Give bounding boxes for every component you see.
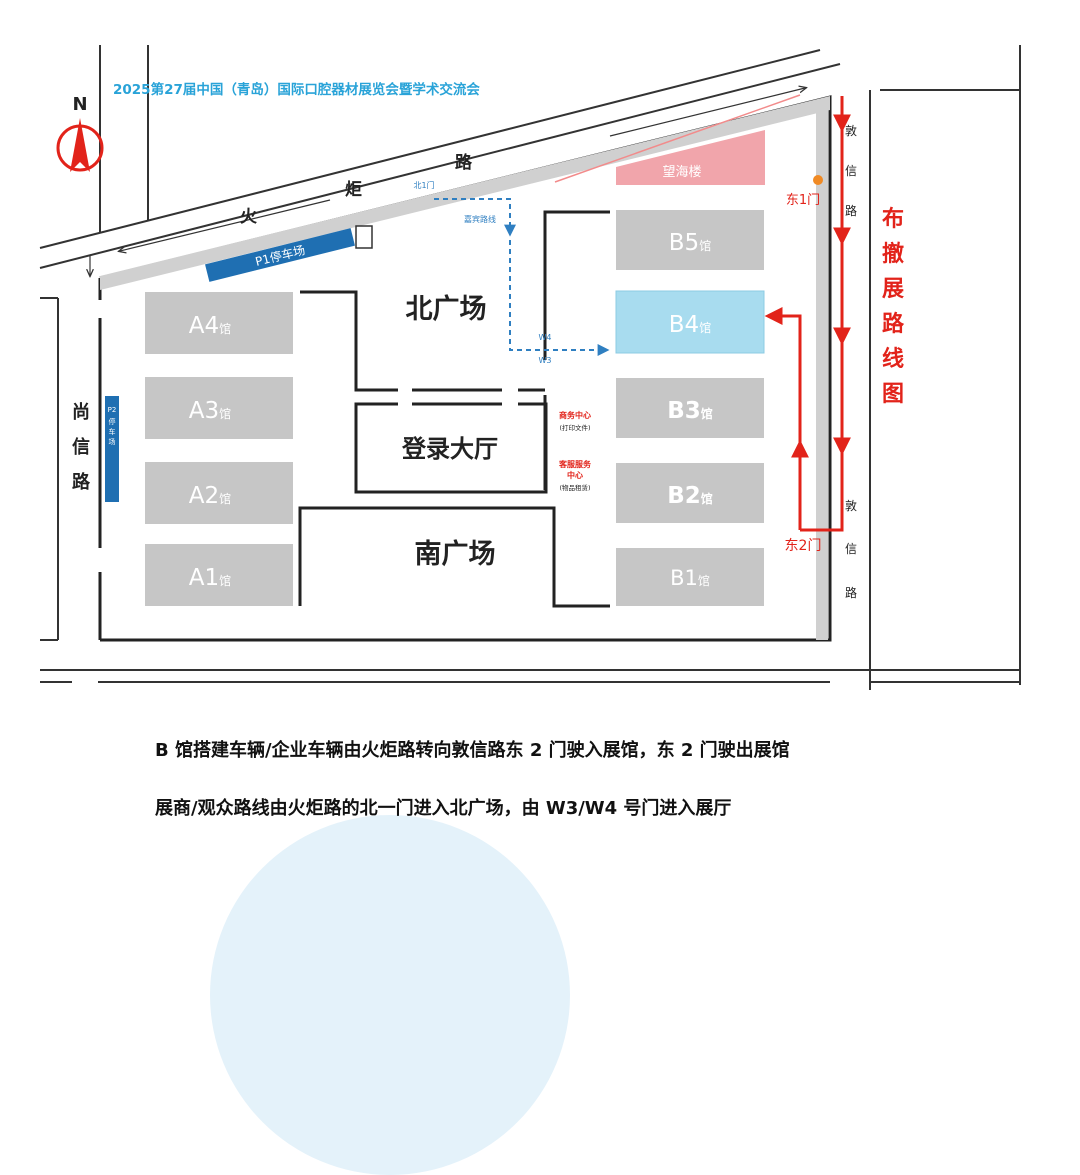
dunxin-sidewalk [816,110,828,640]
road-dunxin-3: 路 [845,203,857,218]
route-title-2: 撤 [882,241,904,267]
road-dunxin-4: 敦 [845,498,857,513]
hall-b2 [616,463,764,523]
hall-a3-label: A3馆 [189,398,231,424]
business-center-label: 商务中心 [559,410,591,420]
road-shangxin-1: 尚 [72,401,90,423]
caption-vehicle-route: B 馆搭建车辆/企业车辆由火炬路转向敦信路东 2 门驶入展馆，东 2 门驶出展馆 [155,740,790,761]
huoju-route-line [554,94,801,183]
customer-center-sub: (物品租赁) [559,483,590,492]
hall-b4 [615,290,765,354]
b-halls: B5馆 B4馆 B3馆 B2馆 B1馆 [615,210,765,606]
road-dunxin-2: 信 [845,164,857,178]
route-title: 布 撤 展 路 线 图 [882,206,905,407]
gate-w4-label: W4 [539,333,552,342]
hall-b5-label: B5馆 [669,230,711,256]
p2-label-1: P2 [108,406,117,414]
plaza-outlines [298,210,610,608]
p2-label-2: 停 [109,417,116,426]
north-compass-icon: N [56,94,104,172]
road-huoju-2: 炬 [345,179,362,200]
gate-booth [355,225,373,249]
north-label: N [72,94,87,115]
customer-center-label-1: 客服服务 [558,459,592,469]
hall-a2-label: A2馆 [189,483,231,509]
hall-b4-label: B4馆 [669,312,711,338]
caption-visitor-route: 展商/观众路线由火炬路的北一门进入北广场，由 W3/W4 号门进入展厅 [155,798,732,819]
a-halls: A4馆 A3馆 A2馆 A1馆 [145,292,293,606]
hall-a2 [145,462,293,524]
south-plaza-label: 南广场 [415,539,496,570]
road-lines [39,45,1021,690]
hall-a4-label: A4馆 [189,313,231,339]
gate-w3-label: W3 [539,356,552,365]
huoju-sidewalk [100,96,830,290]
lobby-label: 登录大厅 [401,435,498,463]
road-direction-arrow [120,199,331,251]
customer-center-label-2: 中心 [567,470,583,480]
hall-a3 [145,377,293,439]
p2-parking: P2 停 车 场 [105,396,119,502]
route-title-1: 布 [882,206,904,232]
east1-gate-marker [813,175,823,185]
venue-map: 2025第27届中国（青岛）国际口腔器材展览会暨学术交流会 N 火 炬 路 敦 … [39,45,1021,690]
hall-b1 [616,548,764,606]
hall-b5 [616,210,764,270]
background-circle [210,815,570,1175]
wanghai-label: 望海楼 [662,164,701,180]
route-title-4: 路 [882,311,905,337]
hall-b3-label: B3馆 [667,398,713,424]
gate-east1-label: 东1门 [786,193,820,208]
road-dunxin-6: 路 [845,585,857,600]
guest-route-label: 嘉宾路线 [464,214,496,224]
road-shangxin-3: 路 [72,471,91,493]
road-huoju-1: 火 [240,207,258,227]
route-title-6: 图 [882,382,904,407]
road-shangxin-2: 信 [72,436,90,458]
road-dunxin-5: 信 [845,542,857,556]
guest-route [434,198,610,356]
hall-a1 [145,544,293,606]
hall-b3 [616,378,764,438]
gate-north1-label: 北1门 [413,180,434,190]
map-title: 2025第27届中国（青岛）国际口腔器材展览会暨学术交流会 [113,81,480,98]
setup-route [554,94,851,532]
road-dunxin-1: 敦 [845,123,857,138]
wanghai-building [616,130,765,185]
route-title-5: 线 [882,346,904,372]
hall-b2-label: B2馆 [667,483,713,509]
hall-a1-label: A1馆 [189,565,231,591]
hall-a4 [145,292,293,354]
road-direction-arrow [609,88,805,137]
door-gaps [398,387,518,407]
p2-label-3: 车 [109,427,116,436]
route-title-3: 展 [882,277,904,302]
road-huoju-3: 路 [455,152,473,173]
p2-label-4: 场 [109,437,116,446]
business-center-sub: (打印文件) [559,423,590,432]
hall-b1-label: B1馆 [670,566,710,590]
north-plaza-label: 北广场 [406,294,487,325]
gate-east2-label: 东2门 [785,538,822,554]
